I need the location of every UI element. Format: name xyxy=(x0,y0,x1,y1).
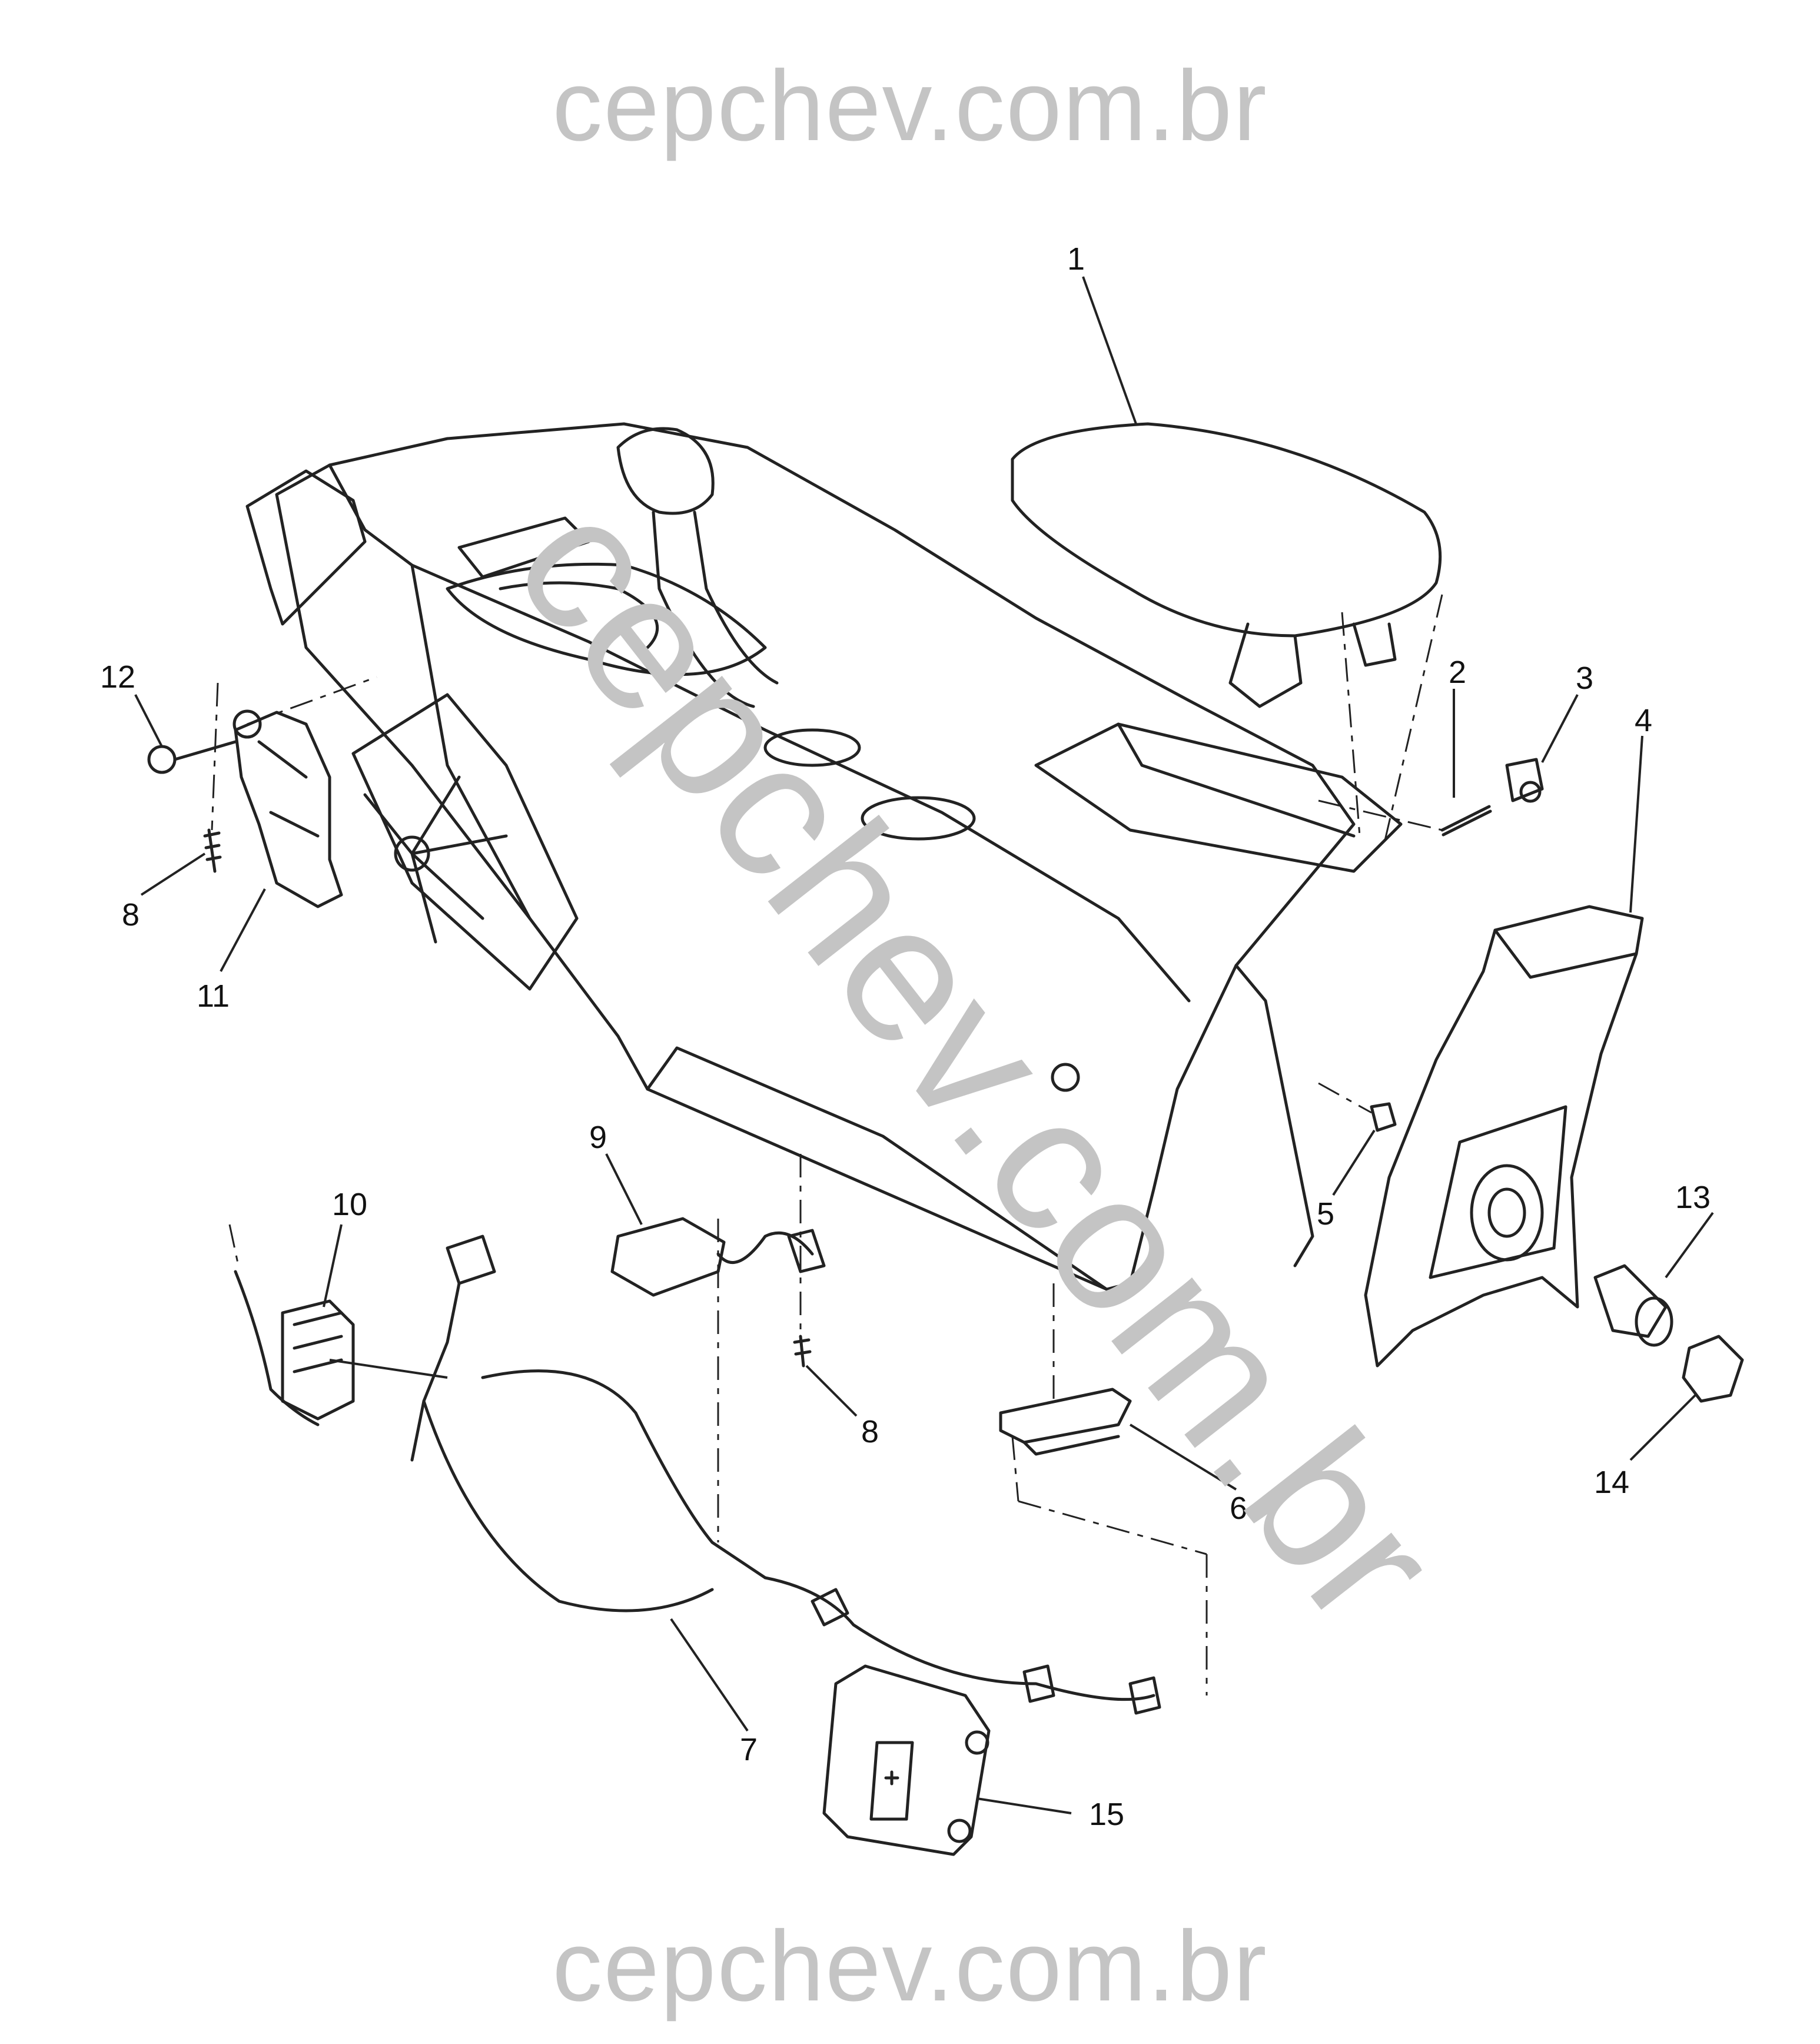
screw-lower xyxy=(793,1335,812,1368)
callout-2: 2 xyxy=(1449,655,1466,690)
power-outlet xyxy=(1593,1264,1673,1347)
watermark-bottom: cepchev.com.br xyxy=(552,1910,1268,2022)
sensor-bar xyxy=(999,1388,1132,1456)
front-bracket xyxy=(233,709,343,908)
leader-lines xyxy=(134,276,1714,1814)
callout-12: 12 xyxy=(100,659,135,695)
screw-upper xyxy=(203,828,222,873)
callout-10: 10 xyxy=(332,1187,367,1222)
armrest-lid xyxy=(1011,422,1442,708)
callout-7: 7 xyxy=(740,1732,758,1767)
callout-5: 5 xyxy=(1317,1196,1334,1232)
wiring-harness xyxy=(410,1235,1161,1715)
harness-connector-block xyxy=(234,1270,355,1426)
callout-1: 1 xyxy=(1067,241,1085,277)
hinge-pin xyxy=(1440,805,1492,837)
callout-15: 15 xyxy=(1089,1797,1124,1832)
watermark-top: cepchev.com.br xyxy=(552,50,1268,162)
callout-8-upper: 8 xyxy=(122,897,140,933)
outlet-cap xyxy=(1682,1335,1744,1403)
retainer-clip xyxy=(1370,1102,1397,1132)
callout-8-lower: 8 xyxy=(861,1414,879,1449)
callout-9: 9 xyxy=(589,1120,607,1155)
callout-13: 13 xyxy=(1675,1180,1711,1215)
center-console-body xyxy=(245,422,1403,1291)
control-module xyxy=(822,1664,991,1856)
hinge-clip xyxy=(1505,758,1544,803)
callout-4: 4 xyxy=(1635,703,1652,738)
callout-14: 14 xyxy=(1594,1465,1629,1500)
callout-3: 3 xyxy=(1576,661,1593,696)
callout-6: 6 xyxy=(1230,1491,1247,1526)
rear-console-trim-panel xyxy=(1364,905,1644,1368)
callout-labels: 1 2 3 4 5 6 7 8 8 9 10 11 12 13 14 15 xyxy=(100,241,1711,1832)
callout-11: 11 xyxy=(197,978,230,1014)
assembly-guide-lines xyxy=(211,594,1443,1695)
